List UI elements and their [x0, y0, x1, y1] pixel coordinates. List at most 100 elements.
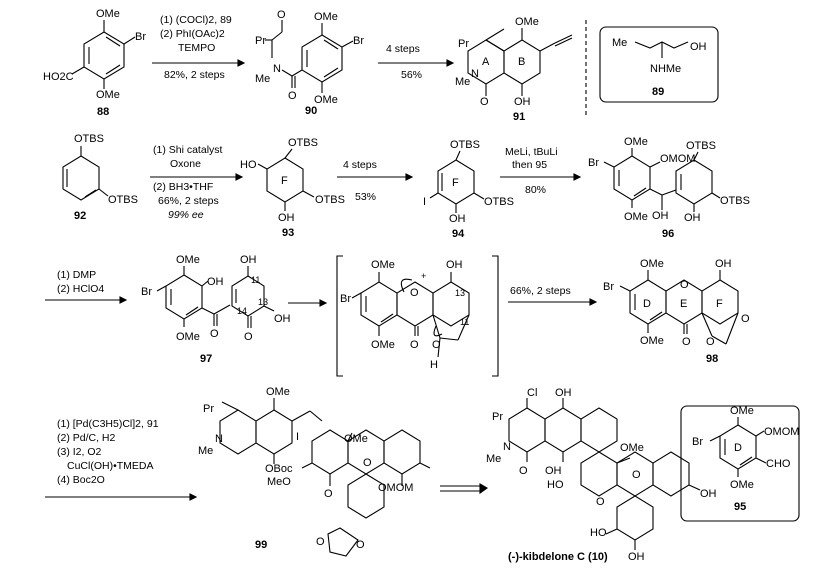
svg-text:(1) DMP: (1) DMP: [57, 269, 96, 281]
svg-text:(1) [Pd(C3H5)Cl]2, 91: (1) [Pd(C3H5)Cl]2, 91: [57, 418, 159, 430]
svg-text:53%: 53%: [355, 191, 376, 203]
svg-text:HO: HO: [590, 527, 607, 539]
svg-text:N: N: [503, 441, 511, 453]
svg-text:OMe: OMe: [176, 254, 200, 266]
svg-text:Pr: Pr: [458, 38, 469, 50]
svg-text:11: 11: [251, 275, 260, 285]
reaction-arrow-8: (1) [Pd(C3H5)Cl]2, 91 (2) Pd/C, H2 (3) I…: [45, 418, 198, 501]
svg-text:OMe: OMe: [620, 442, 644, 454]
svg-text:Pr: Pr: [203, 403, 214, 415]
svg-text:O: O: [363, 457, 372, 469]
svg-text:OMOM: OMOM: [764, 426, 799, 438]
svg-text:OMe: OMe: [314, 11, 338, 23]
svg-text:I: I: [296, 431, 299, 443]
svg-text:OMe: OMe: [640, 258, 664, 270]
svg-text:CHO: CHO: [766, 458, 791, 470]
svg-text:OH: OH: [690, 41, 707, 53]
svg-text:OH: OH: [652, 210, 669, 222]
svg-text:93: 93: [282, 227, 294, 239]
svg-text:98: 98: [706, 353, 718, 365]
svg-text:O: O: [356, 539, 365, 551]
c88-ome-top: OMe: [96, 8, 120, 20]
svg-text:Me: Me: [198, 445, 213, 457]
reaction-arrow-5: MeLi, tBuLi then 95 80%: [500, 146, 582, 196]
svg-text:B: B: [518, 56, 525, 68]
svg-text:OMe: OMe: [624, 136, 648, 148]
svg-text:Me: Me: [486, 453, 501, 465]
svg-text:then 95: then 95: [512, 159, 547, 171]
svg-text:82%, 2 steps: 82%, 2 steps: [164, 69, 225, 81]
compound-89: Me OH NHMe 89: [599, 26, 719, 103]
svg-text:OMe: OMe: [314, 94, 338, 106]
svg-text:D: D: [734, 442, 742, 454]
c88-br: Br: [135, 31, 146, 43]
svg-text:13: 13: [455, 288, 465, 298]
svg-text:O: O: [410, 287, 419, 299]
svg-text:OMOM: OMOM: [660, 153, 695, 165]
svg-text:Cl: Cl: [527, 387, 537, 399]
svg-text:OMe: OMe: [640, 335, 664, 347]
svg-text:O: O: [277, 9, 286, 21]
svg-text:TEMPO: TEMPO: [178, 42, 215, 54]
multi-step-arrow: [440, 483, 489, 495]
svg-text:OH: OH: [715, 258, 732, 270]
svg-text:O: O: [680, 279, 689, 291]
svg-text:D: D: [643, 298, 651, 310]
svg-text:O: O: [324, 488, 333, 500]
svg-text:OTBS: OTBS: [315, 194, 345, 206]
svg-text:O: O: [210, 328, 219, 340]
svg-text:OH: OH: [545, 465, 562, 477]
svg-text:O: O: [244, 331, 253, 343]
svg-text:O: O: [706, 336, 715, 348]
compound-98: OMe OH Br D E F O OMe O O O 98: [603, 258, 750, 365]
svg-text:OMe: OMe: [515, 16, 539, 28]
compound-97: OMe Br OH OH 11 13 14 OH OMe O O 97: [141, 254, 291, 365]
svg-text:(4) Boc2O: (4) Boc2O: [57, 474, 105, 486]
svg-text:O: O: [741, 313, 750, 325]
svg-text:56%: 56%: [401, 69, 422, 81]
svg-text:OH: OH: [278, 212, 295, 224]
svg-text:(1) Shi catalyst: (1) Shi catalyst: [153, 144, 223, 156]
svg-text:OMe: OMe: [730, 405, 754, 417]
reaction-arrow-6: (1) DMP (2) HClO4: [45, 269, 128, 304]
label-88: 88: [97, 106, 109, 118]
svg-text:O: O: [596, 496, 605, 508]
svg-text:11: 11: [460, 317, 469, 327]
svg-text:(2) Pd/C, H2: (2) Pd/C, H2: [57, 432, 116, 444]
svg-text:O: O: [519, 465, 528, 477]
svg-text:NHMe: NHMe: [650, 63, 681, 75]
intermediate-bracket: OMe + O OH 13 Br 11 OMe O O H: [336, 255, 499, 377]
svg-text:H: H: [430, 359, 438, 371]
svg-text:Br: Br: [603, 281, 614, 293]
svg-text:+: +: [421, 271, 426, 281]
svg-text:90: 90: [305, 105, 317, 117]
svg-text:O: O: [480, 96, 489, 108]
svg-text:94: 94: [452, 228, 465, 240]
svg-text:Br: Br: [353, 35, 364, 47]
svg-text:N: N: [471, 68, 479, 80]
svg-text:O: O: [288, 90, 297, 102]
svg-text:OMOM: OMOM: [378, 482, 413, 494]
reaction-arrow-7: 66%, 2 steps: [508, 285, 598, 306]
svg-text:OH: OH: [240, 254, 257, 266]
svg-text:Pr: Pr: [492, 411, 503, 423]
arrow-to-intermediate: [288, 299, 328, 307]
svg-text:I: I: [423, 196, 426, 208]
svg-text:OH: OH: [514, 96, 531, 108]
c88-ome-bottom: OMe: [96, 89, 120, 101]
svg-text:N: N: [273, 63, 281, 75]
svg-text:(2) BH3•THF: (2) BH3•THF: [153, 181, 213, 193]
svg-text:Me: Me: [612, 37, 627, 49]
svg-text:MeO: MeO: [267, 476, 291, 488]
svg-text:91: 91: [513, 111, 525, 123]
svg-text:HO: HO: [240, 159, 257, 171]
svg-text:OTBS: OTBS: [686, 140, 716, 152]
reaction-arrow-4: 4 steps 53%: [337, 159, 414, 203]
svg-text:4 steps: 4 steps: [343, 159, 377, 171]
svg-text:OMe: OMe: [730, 479, 754, 491]
svg-text:O: O: [632, 469, 641, 481]
svg-text:95: 95: [734, 501, 746, 513]
svg-text:Br: Br: [340, 293, 351, 305]
svg-text:(2) PhI(OAc)2: (2) PhI(OAc)2: [160, 28, 225, 40]
